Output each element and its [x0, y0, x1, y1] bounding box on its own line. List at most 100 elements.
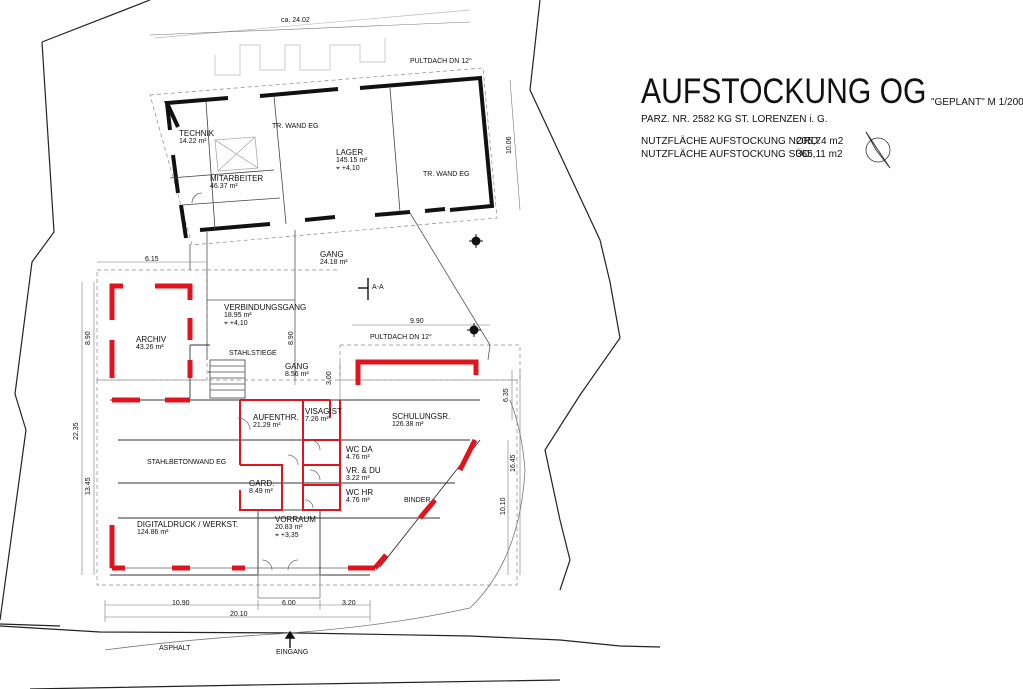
room-gang-top: GANG 24.18 m²: [320, 250, 348, 267]
room-vorraum: VORRAUM 20.83 m² ⌖ +3,35: [275, 515, 316, 539]
room-name: VISAGIST: [305, 407, 342, 416]
room-name: GARD.: [249, 479, 275, 488]
room-name: LAGER: [336, 148, 364, 157]
room-area: 124.86 m²: [137, 529, 169, 537]
dim-635: 6.35: [503, 388, 510, 402]
dim-1645: 16.45: [510, 454, 517, 472]
room-level: ⌖ +4,10: [224, 319, 248, 327]
label-stahlstiege: STAHLSTIEGE: [229, 350, 277, 357]
room-area: 20.83 m²: [275, 524, 303, 532]
area-south-label: NUTZFLÄCHE AUFSTOCKUNG SÜD:: [641, 149, 813, 160]
room-name: WC HR: [346, 488, 374, 497]
area-south-value: 365,11 m2: [796, 149, 843, 160]
dim-600: 6.00: [282, 600, 296, 607]
entrance-arrow: [284, 630, 296, 648]
room-area: 4.76 m²: [346, 454, 370, 462]
room-name: VR. & DU: [346, 466, 381, 475]
area-north-value: 205,74 m2: [796, 136, 844, 147]
room-name: TECHNIK: [179, 129, 215, 138]
room-verbindungsgang: VERBINDUNGSGANG 18.95 m² ⌖ +4,10: [224, 303, 307, 327]
area-south-row: NUTZFLÄCHE AUFSTOCKUNG SÜD: 365,11 m2: [641, 149, 843, 160]
dim-top: ca. 24.02: [281, 17, 310, 24]
section-marker: [358, 278, 369, 300]
room-wc-hr: WC HR 4.76 m²: [346, 488, 374, 505]
room-area: 21.29 m²: [253, 422, 281, 430]
label-pultdach-top: PULTDACH DN 12°: [410, 58, 472, 65]
dim-615: 6.15: [145, 256, 159, 263]
room-visagist: VISAGIST 7.26 m²: [305, 407, 342, 424]
dim-right-top: 10.06: [506, 136, 513, 154]
room-archiv: ARCHIV 43.26 m²: [136, 335, 167, 352]
label-stahlbetonwand: STAHLBETONWAND EG: [147, 459, 227, 466]
room-area: 46.37 m²: [210, 183, 238, 191]
new-walls: [109, 283, 479, 571]
survey-markers: [467, 234, 483, 337]
dim-890-left: 8.90: [85, 331, 92, 345]
area-north-row: NUTZFLÄCHE AUFSTOCKUNG NORD: 205,74 m2: [641, 136, 843, 147]
dim-1090: 10.90: [172, 600, 190, 607]
room-area: 126.38 m²: [392, 421, 424, 429]
label-tr-wand-2: TR. WAND EG: [423, 171, 470, 178]
room-area: 145.15 m²: [336, 157, 368, 165]
room-wc-da: WC DA 4.76 m²: [346, 445, 373, 462]
ghost-elements: [154, 9, 471, 76]
dim-2010: 20.10: [230, 611, 248, 618]
room-area: 8.49 m²: [249, 488, 273, 496]
north-arrow-icon: [865, 131, 891, 169]
dim-300: 3.00: [326, 371, 333, 385]
dim-890-mid: 8.90: [288, 331, 295, 345]
room-level: ⌖ +4,10: [336, 164, 360, 172]
dim-990: 9.90: [410, 318, 424, 325]
room-area: 4.76 m²: [346, 497, 370, 505]
label-tr-wand-1: TR. WAND EG: [272, 123, 319, 130]
room-vr-du: VR. & DU 3.22 m²: [346, 466, 381, 483]
room-area: 24.18 m²: [320, 259, 348, 267]
room-name: ARCHIV: [136, 335, 167, 344]
room-level: ⌖ +3,35: [275, 531, 299, 539]
room-schulungsr: SCHULUNGSR. 126.38 m²: [392, 412, 451, 429]
dim-320: 3.20: [342, 600, 356, 607]
door-swings: [237, 417, 321, 571]
upper-building: [163, 75, 495, 239]
label-binder: BINDER: [404, 497, 431, 504]
room-gang-mid: GANG 8.56 m²: [285, 362, 309, 379]
room-area: 14.22 m²: [179, 138, 207, 146]
room-name: WC DA: [346, 445, 373, 454]
dimension-lines: [81, 21, 521, 622]
room-name: MITARBEITER: [210, 174, 264, 183]
room-name: AUFENTHR.: [253, 413, 299, 422]
label-eingang: EINGANG: [276, 649, 309, 656]
room-name: GANG: [320, 250, 344, 259]
room-lager: LAGER 145.15 m² ⌖ +4,10: [336, 148, 368, 172]
area-north-label: NUTZFLÄCHE AUFSTOCKUNG NORD:: [641, 136, 821, 147]
upper-interior: [169, 87, 401, 230]
room-aufenthr: AUFENTHR. 21.29 m²: [253, 413, 299, 430]
dashed-outlines: [96, 67, 521, 586]
room-gard: GARD. 8.49 m²: [249, 479, 275, 496]
scale-label: "GEPLANT" M 1/200: [931, 97, 1023, 108]
new-walls-thin: [239, 399, 341, 511]
room-technik: TECHNIK 14.22 m²: [179, 129, 215, 146]
room-area: 43.26 m²: [136, 344, 164, 352]
page-title: AUFSTOCKUNG OG: [641, 72, 927, 111]
label-pultdach-mid: PULTDACH DN 12°: [370, 334, 432, 341]
room-name: DIGITALDRUCK / WERKST.: [137, 520, 239, 529]
room-area: 8.56 m²: [285, 371, 309, 379]
label-section: A-A: [372, 284, 384, 291]
label-asphalt: ASPHALT: [159, 645, 191, 652]
room-area: 7.26 m²: [305, 416, 329, 424]
site-boundary: [0, 0, 661, 689]
room-name: GANG: [285, 362, 309, 371]
room-digitaldruck: DIGITALDRUCK / WERKST. 124.86 m²: [137, 520, 239, 537]
room-name: SCHULUNGSR.: [392, 412, 451, 421]
dim-1010: 10.10: [500, 497, 507, 515]
room-mitarbeiter: MITARBEITER 46.37 m²: [210, 174, 264, 191]
dim-1345: 13.45: [85, 477, 92, 495]
parcel-label: PARZ. NR. 2582 KG ST. LORENZEN i. G.: [641, 114, 828, 125]
room-name: VERBINDUNGSGANG: [224, 303, 307, 312]
room-name: VORRAUM: [275, 515, 316, 524]
room-area: 18.95 m²: [224, 312, 252, 320]
dim-2235: 22.35: [73, 422, 80, 440]
room-area: 3.22 m²: [346, 475, 370, 483]
